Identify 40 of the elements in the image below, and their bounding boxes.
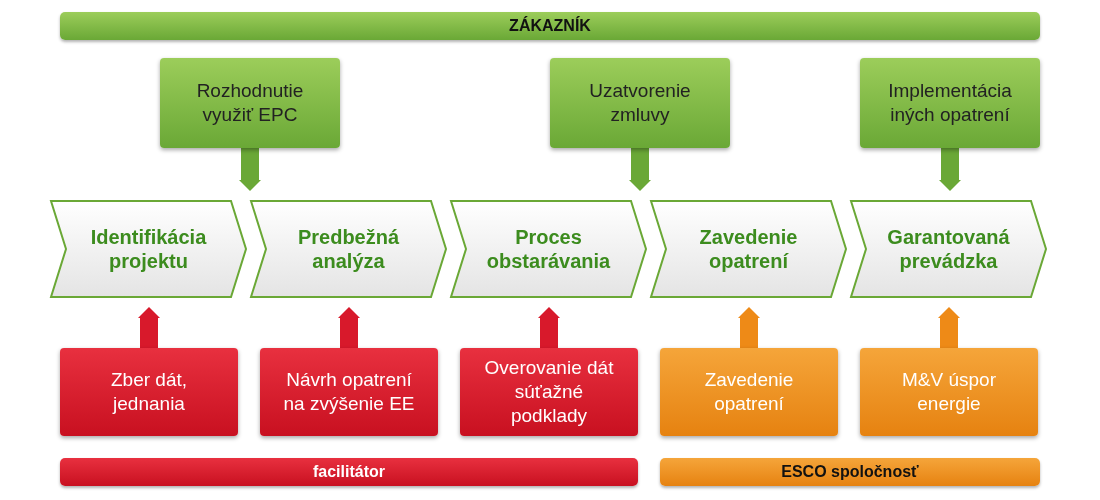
node-label: Identifikácia projektu [89, 225, 208, 273]
process-box [260, 348, 438, 436]
block-arrow [939, 148, 961, 191]
block-arrow [938, 307, 960, 348]
process-box [460, 348, 638, 436]
node-label: Rozhodnutie využiť EPC [195, 79, 305, 127]
node-label: Zavedenie opatrení [703, 368, 795, 416]
bottom-bar [660, 458, 1040, 486]
node-label: facilitátor [313, 463, 385, 481]
node-label: Overovanie dát súťažné podklady [483, 356, 615, 428]
process-box [160, 58, 340, 148]
node-label: Predbežná analýza [296, 225, 401, 273]
chevron-step [650, 200, 847, 298]
node-label: Návrh opatrení na zvýšenie EE [282, 368, 416, 416]
node-label: Proces obstarávania [485, 225, 612, 273]
node-label: M&V úspor energie [901, 368, 997, 416]
process-box [550, 58, 730, 148]
node-label: Zavedenie opatrení [698, 225, 799, 273]
chevron-step [250, 200, 447, 298]
top-bar [60, 12, 1040, 40]
block-arrow [138, 307, 160, 348]
node-label: Uzatvorenie zmluvy [588, 79, 692, 127]
bottom-bar [60, 458, 638, 486]
block-arrow [538, 307, 560, 348]
block-arrow [629, 148, 651, 191]
chevron-step [50, 200, 247, 298]
process-box [60, 348, 238, 436]
node-label: Zber dát, jednania [109, 368, 188, 416]
block-arrow [738, 307, 760, 348]
process-box [660, 348, 838, 436]
process-box [860, 348, 1038, 436]
block-arrow [338, 307, 360, 348]
chevron-step [850, 200, 1047, 298]
node-label: Garantovaná prevádzka [886, 225, 1011, 273]
block-arrow [239, 148, 261, 191]
node-label: Implementácia iných opatrení [887, 79, 1013, 127]
chevron-step [450, 200, 647, 298]
process-box [860, 58, 1040, 148]
node-label: ESCO spoločnosť [781, 463, 919, 481]
node-label: ZÁKAZNÍK [509, 17, 591, 35]
